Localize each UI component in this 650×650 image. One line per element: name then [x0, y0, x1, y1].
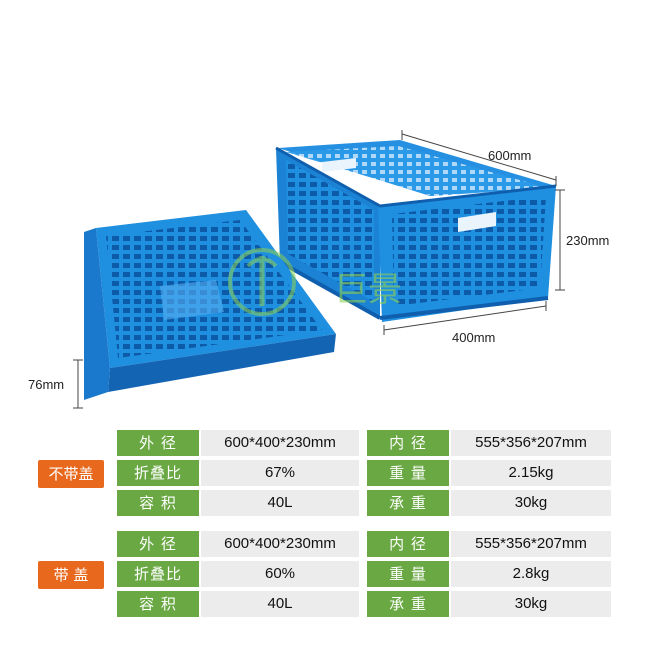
spec-label: 外 径: [117, 430, 199, 456]
spec-value: 600*400*230mm: [201, 430, 359, 456]
brand-logo-text: 巨景: [334, 270, 402, 310]
spec-label: 折叠比: [117, 460, 199, 486]
brand-logo-watermark: [228, 248, 296, 316]
with-lid-tag: 带 盖: [38, 561, 104, 589]
spec-value: 40L: [201, 490, 359, 516]
no-lid-tag: 不带盖: [38, 460, 104, 488]
length-dimension: 600mm: [488, 148, 532, 163]
spec-value: 40L: [201, 591, 359, 617]
spec-label: 折叠比: [117, 561, 199, 587]
crate-drawing: [73, 130, 565, 409]
spec-value: 67%: [201, 460, 359, 486]
height-dimension: 230mm: [566, 233, 610, 248]
spec-label: 承 重: [367, 591, 449, 617]
spec-label: 内 径: [367, 430, 449, 456]
folded-crate: [84, 210, 336, 400]
dimension-lines: [73, 130, 565, 409]
spec-value: 555*356*207mm: [451, 430, 611, 456]
spec-label: 重 量: [367, 460, 449, 486]
spec-value: 30kg: [451, 591, 611, 617]
spec-label: 内 径: [367, 531, 449, 557]
spec-value: 60%: [201, 561, 359, 587]
spec-label: 重 量: [367, 561, 449, 587]
folded-height-dimension: 76mm: [28, 377, 65, 392]
spec-label: 承 重: [367, 490, 449, 516]
spec-value: 600*400*230mm: [201, 531, 359, 557]
spec-label: 容 积: [117, 591, 199, 617]
spec-value: 30kg: [451, 490, 611, 516]
spec-value: 555*356*207mm: [451, 531, 611, 557]
spec-label: 外 径: [117, 531, 199, 557]
open-crate: [275, 140, 557, 322]
spec-label: 容 积: [117, 490, 199, 516]
width-dimension: 400mm: [452, 330, 496, 345]
product-illustration: 巨景 600mm 230mm 400mm 76mm: [28, 130, 610, 409]
spec-value: 2.15kg: [451, 460, 611, 486]
spec-value: 2.8kg: [451, 561, 611, 587]
